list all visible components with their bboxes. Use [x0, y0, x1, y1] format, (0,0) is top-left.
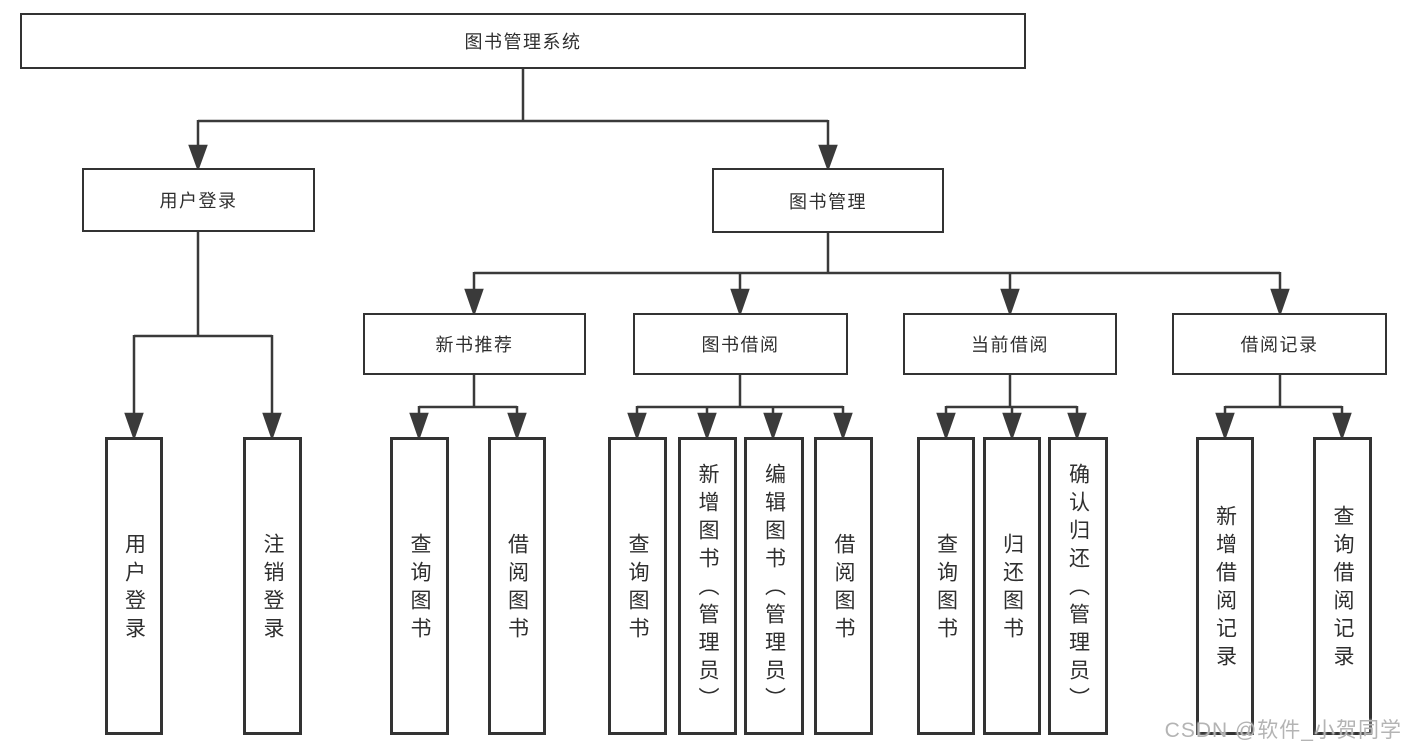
csdn-watermark: CSDN @软件_小贺同学 [1164, 719, 1402, 742]
leaf-query-borrowing-record: 查询借阅记录 [1313, 437, 1372, 735]
connector-management-to-level3 [464, 233, 1290, 317]
node-book-borrowing: 图书借阅 [633, 313, 848, 375]
leaf-add-borrowing-record: 新增借阅记录 [1196, 437, 1254, 735]
connector-root-to-level2 [188, 69, 838, 172]
node-new-book-recommendation: 新书推荐 [363, 313, 586, 375]
connector-borrowing-to-leaves [627, 375, 853, 441]
leaf-borrow-books-recommend: 借阅图书 [488, 437, 546, 735]
connector-records-to-leaves [1215, 375, 1352, 441]
connector-newbook-to-leaves [409, 375, 527, 441]
leaf-query-books-borrowing: 查询图书 [608, 437, 667, 735]
leaf-edit-books-admin: 编辑图书（管理员） [744, 437, 804, 735]
node-user-login: 用户登录 [82, 168, 315, 232]
leaf-user-login: 用户登录 [105, 437, 163, 735]
leaf-logout: 注销登录 [243, 437, 302, 735]
node-borrowing-records: 借阅记录 [1172, 313, 1387, 375]
leaf-query-books-current: 查询图书 [917, 437, 975, 735]
connector-login-to-leaves [124, 232, 282, 441]
node-library-management-system: 图书管理系统 [20, 13, 1026, 69]
connector-current-to-leaves [936, 375, 1087, 441]
leaf-confirm-return-admin: 确认归还（管理员） [1048, 437, 1108, 735]
leaf-add-books-admin: 新增图书（管理员） [678, 437, 737, 735]
leaf-borrow-books-borrowing: 借阅图书 [814, 437, 873, 735]
leaf-query-books-recommend: 查询图书 [390, 437, 449, 735]
node-current-borrowing: 当前借阅 [903, 313, 1117, 375]
leaf-return-books: 归还图书 [983, 437, 1041, 735]
node-book-management: 图书管理 [712, 168, 944, 233]
